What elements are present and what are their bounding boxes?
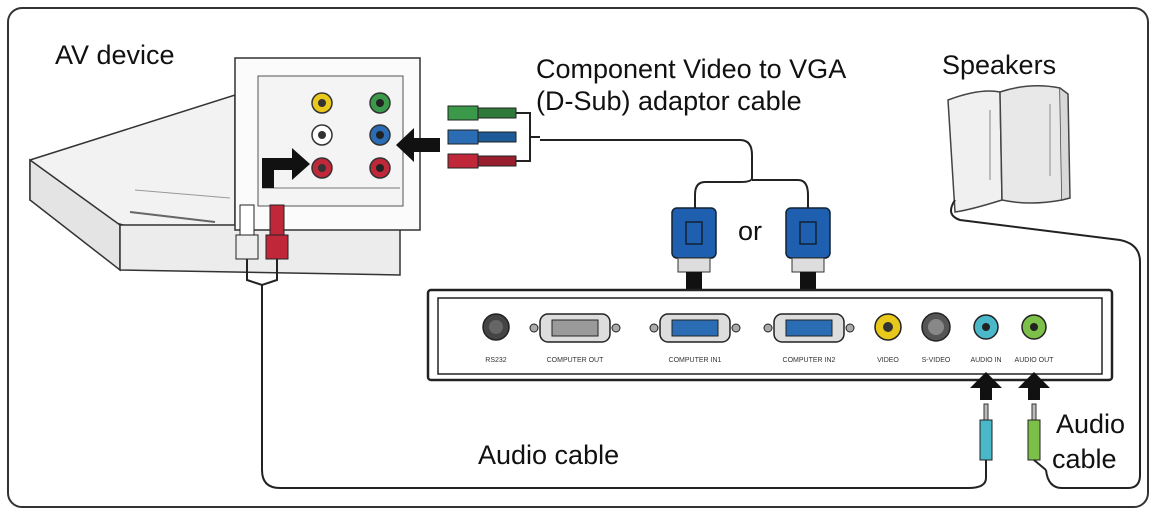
label-audio-cable-right-line2: cable [1052,444,1117,474]
arrow-audio-out-icon [262,148,310,188]
port-label-computer-out: COMPUTER OUT [547,357,605,364]
port-label-audio-in: AUDIO IN [970,357,1001,364]
speakers [947,85,1141,489]
vga-plug-left [671,207,717,273]
port-label-s-video: S-VIDEO [922,357,951,364]
label-speakers: Speakers [942,50,1056,80]
port-label-video: VIDEO [877,357,899,364]
label-component-cable-line2: (D-Sub) adaptor cable [536,86,802,116]
label-audio-cable-right-line1: Audio [1056,409,1125,439]
label-component-cable-line1: Component Video to VGA [536,54,846,84]
vga-plug-right [785,207,831,273]
audio-plug-in [979,403,993,478]
port-label-audio-out: AUDIO OUT [1015,357,1055,364]
arrow-up-audio-in-icon [970,372,1002,400]
label-audio-cable-left: Audio cable [478,440,619,470]
audio-cable-left-path [261,285,987,489]
label-or: or [738,216,762,246]
audio-plug-out [1027,403,1047,471]
arrow-up-audio-out-icon [1018,372,1050,400]
port-label-computer-in1: COMPUTER IN1 [669,357,722,364]
component-to-vga-cable-branch [752,179,809,208]
label-av-device: AV device [55,40,175,70]
component-to-vga-cable [540,139,753,208]
projector-panel: RS232 COMPUTER OUT COMPUTER IN1 COMPUTER… [426,288,1114,382]
port-label-computer-in2: COMPUTER IN2 [783,357,836,364]
av-device [29,57,440,276]
port-label-rs232: RS232 [485,357,507,364]
component-rca-plugs [447,105,540,169]
arrow-component-in-icon [396,128,440,162]
